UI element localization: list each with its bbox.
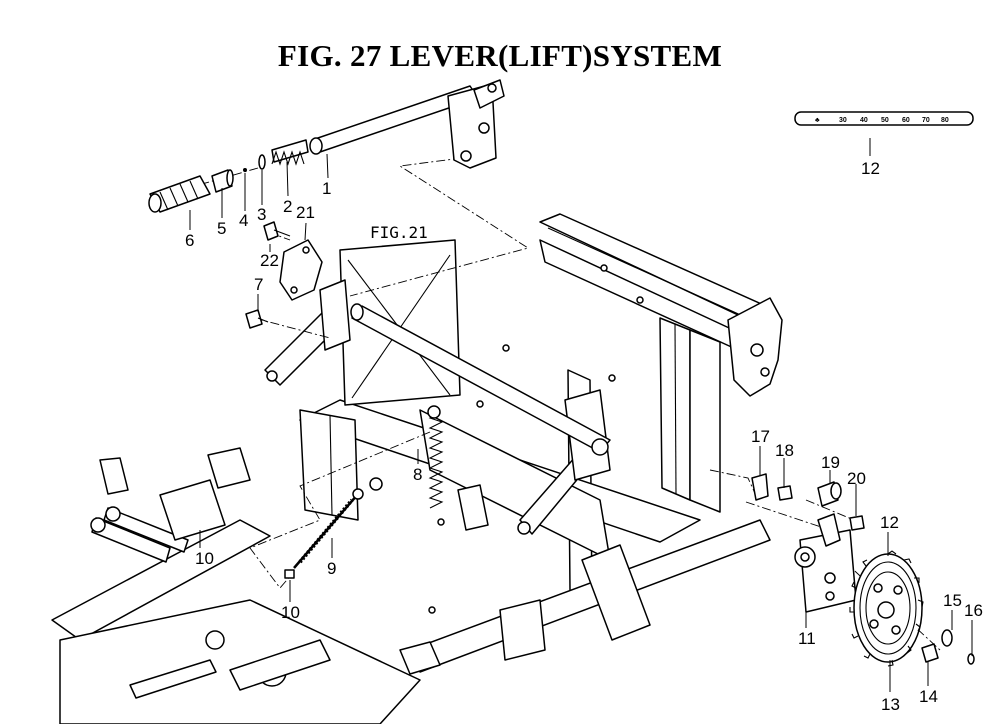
callout-12-scale: 12 xyxy=(861,159,880,178)
callout-9: 9 xyxy=(327,559,336,578)
callout-leaders xyxy=(189,138,973,692)
scale-mark: 40 xyxy=(860,117,868,124)
quadrant-plate xyxy=(279,239,323,301)
callout-19: 19 xyxy=(821,453,840,472)
callout-4: 4 xyxy=(239,211,248,230)
figure-title: FIG. 27 LEVER(LIFT)SYSTEM xyxy=(277,38,723,73)
scale-mark: 60 xyxy=(902,117,910,124)
callout-3: 3 xyxy=(257,205,266,224)
lift-lever-tube xyxy=(309,79,505,169)
quadrant-bolt xyxy=(263,221,291,241)
lever-grip xyxy=(148,175,211,213)
callout-10-lower: 10 xyxy=(281,603,300,622)
snap-ring xyxy=(967,653,975,665)
pin xyxy=(243,168,247,172)
callout-labels: 1 2 3 4 5 6 7 8 9 10 10 11 12 12 13 14 1… xyxy=(185,159,983,714)
callout-10-left: 10 xyxy=(195,549,214,568)
bracket-bolt xyxy=(777,485,793,501)
collar xyxy=(211,169,234,193)
cross-shaft xyxy=(350,303,611,456)
callout-16: 16 xyxy=(964,601,983,620)
washer xyxy=(258,154,266,170)
gear-wheel xyxy=(849,550,924,667)
callout-7: 7 xyxy=(254,275,263,294)
callout-21: 21 xyxy=(296,203,315,222)
callout-22: 22 xyxy=(260,251,279,270)
callout-8: 8 xyxy=(413,465,422,484)
callout-18: 18 xyxy=(775,441,794,460)
callout-20: 20 xyxy=(847,469,866,488)
scale-symbol: ♣ xyxy=(815,117,820,124)
scale-plate: ♣ 30 40 50 60 70 80 xyxy=(794,111,974,126)
pivot-pin xyxy=(817,481,842,507)
bracket xyxy=(751,473,769,501)
gear-bolt xyxy=(921,643,939,663)
gear-washer xyxy=(941,629,953,647)
callout-11: 11 xyxy=(798,629,816,648)
return-spring xyxy=(369,405,444,509)
bolt xyxy=(245,309,269,329)
scale-mark: 80 xyxy=(941,117,949,124)
pulley-bracket xyxy=(794,513,857,613)
figure-reference: FIG.21 xyxy=(370,223,428,242)
callout-12-gear: 12 xyxy=(880,513,899,532)
callout-5: 5 xyxy=(217,219,226,238)
callout-1: 1 xyxy=(322,179,331,198)
callout-17: 17 xyxy=(751,427,770,446)
callout-13: 13 xyxy=(881,695,900,714)
nut-lower xyxy=(284,569,295,579)
scale-mark: 70 xyxy=(922,117,930,124)
main-frame xyxy=(51,213,783,724)
bolt-small xyxy=(849,515,865,531)
callout-14: 14 xyxy=(919,687,938,706)
scale-mark: 50 xyxy=(881,117,889,124)
callout-15: 15 xyxy=(943,591,962,610)
lever-spring xyxy=(271,139,309,166)
scale-mark: 30 xyxy=(839,117,847,124)
callout-2: 2 xyxy=(283,197,292,216)
lift-rod xyxy=(293,488,364,569)
callout-6: 6 xyxy=(185,231,194,250)
